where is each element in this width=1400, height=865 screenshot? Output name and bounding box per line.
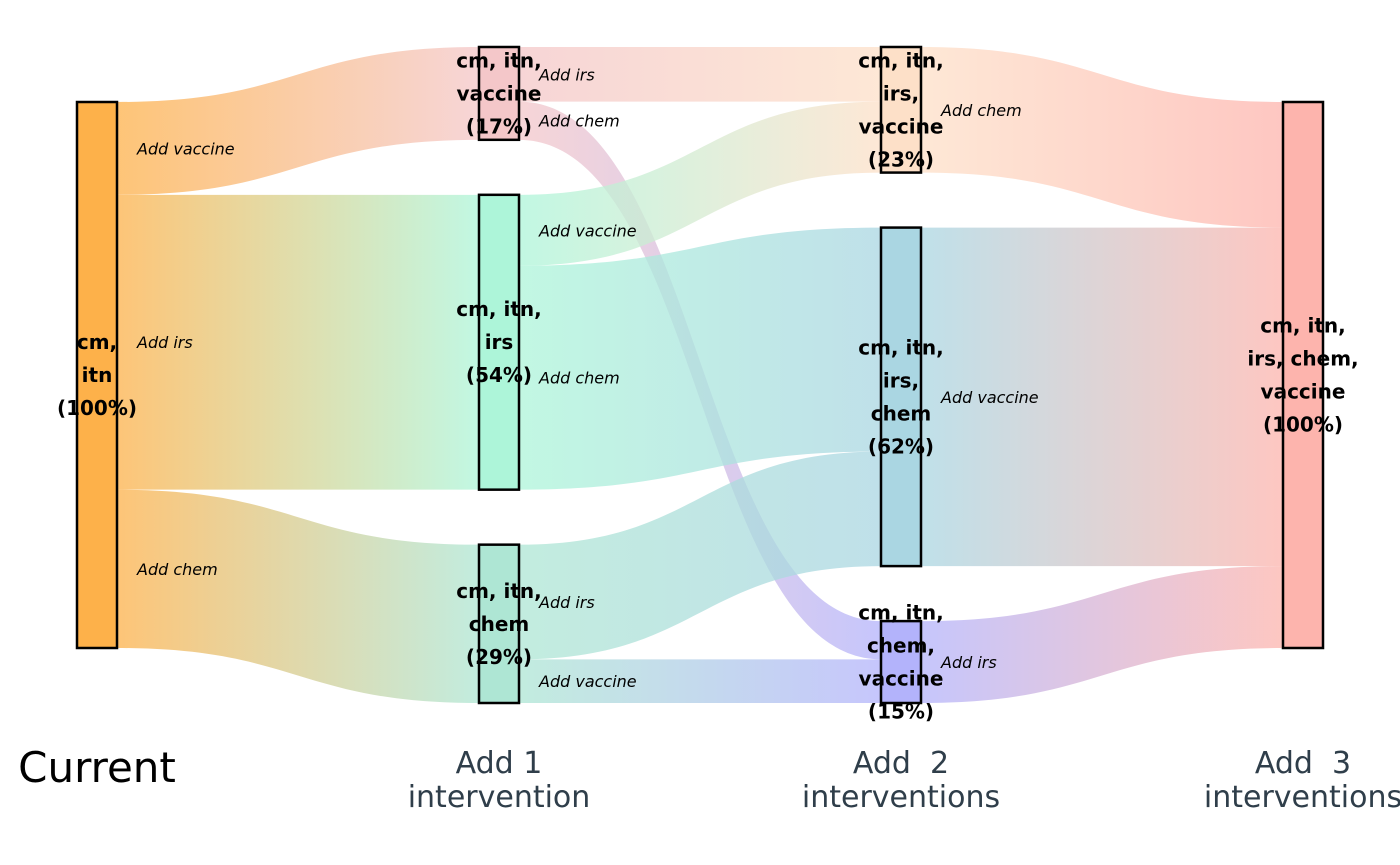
node-label: (23%) — [868, 147, 934, 171]
node-bar — [477, 543, 521, 705]
node-label: chem — [469, 612, 530, 636]
flow-label: Add irs — [940, 653, 997, 672]
node-label: irs, — [883, 368, 919, 392]
column-label: Add 1 — [456, 746, 543, 781]
node-label: (17%) — [466, 114, 532, 138]
node-label: (29%) — [466, 645, 532, 669]
column-label: interventions — [1204, 780, 1400, 815]
nodes-layer — [75, 45, 1325, 705]
column-label: intervention — [408, 780, 591, 815]
node-label: cm, itn, — [1260, 314, 1346, 338]
flow-label: Add irs — [538, 593, 595, 612]
node-bar — [879, 619, 923, 705]
node-label: vaccine — [859, 114, 944, 138]
links-layer — [117, 47, 1283, 703]
node-label: vaccine — [859, 667, 944, 691]
node-label: irs — [485, 330, 514, 354]
node-label: cm, — [77, 330, 117, 354]
flow-label: Add vaccine — [538, 672, 637, 691]
flow-link — [519, 47, 881, 102]
flow-link — [117, 489, 479, 703]
node-bar — [879, 226, 923, 568]
node-label: cm, itn, — [456, 579, 542, 603]
node-label: cm, itn, — [858, 601, 944, 625]
node-label: (15%) — [868, 700, 934, 724]
flow-link — [921, 566, 1283, 703]
column-label: Add 2 — [853, 746, 949, 781]
flow-label: Add vaccine — [940, 388, 1039, 407]
flow-link — [921, 227, 1283, 567]
column-label: Add 3 — [1255, 746, 1351, 781]
node-label: chem — [871, 401, 932, 425]
column-label: Current — [18, 743, 176, 792]
flow-link — [519, 227, 881, 490]
node-label: chem, — [867, 634, 935, 658]
node-label: irs, chem, — [1247, 347, 1358, 371]
node-label: cm, itn, — [858, 48, 944, 72]
node-label: (100%) — [1263, 413, 1343, 437]
flow-label: Add chem — [940, 101, 1022, 120]
node-label: (54%) — [466, 363, 532, 387]
flow-label: Add vaccine — [538, 221, 637, 240]
node-label: vaccine — [1261, 380, 1346, 404]
node-label: (62%) — [868, 434, 934, 458]
node-bar — [75, 100, 119, 650]
node-label: itn — [82, 363, 113, 387]
flow-label: Add vaccine — [136, 139, 235, 158]
flow-label: Add chem — [136, 560, 218, 579]
flow-link — [117, 47, 479, 195]
flow-label: Add irs — [538, 65, 595, 84]
node-bar — [477, 193, 521, 491]
flow-label: Add chem — [538, 369, 620, 388]
node-bar — [879, 45, 923, 174]
node-bar — [1281, 100, 1325, 650]
node-label: (100%) — [57, 396, 137, 420]
flow-link — [519, 451, 881, 660]
flow-link — [921, 47, 1283, 228]
column-label: interventions — [802, 780, 1000, 815]
flow-link — [117, 194, 479, 490]
node-label: vaccine — [457, 81, 542, 105]
flow-link — [519, 659, 881, 703]
node-label: irs, — [883, 81, 919, 105]
flow-label: Add irs — [136, 333, 193, 352]
node-label: cm, itn, — [456, 48, 542, 72]
node-label: cm, itn, — [456, 297, 542, 321]
flow-label: Add chem — [538, 112, 620, 131]
node-bar — [477, 45, 521, 142]
node-label: cm, itn, — [858, 335, 944, 359]
flow-link — [519, 101, 881, 266]
